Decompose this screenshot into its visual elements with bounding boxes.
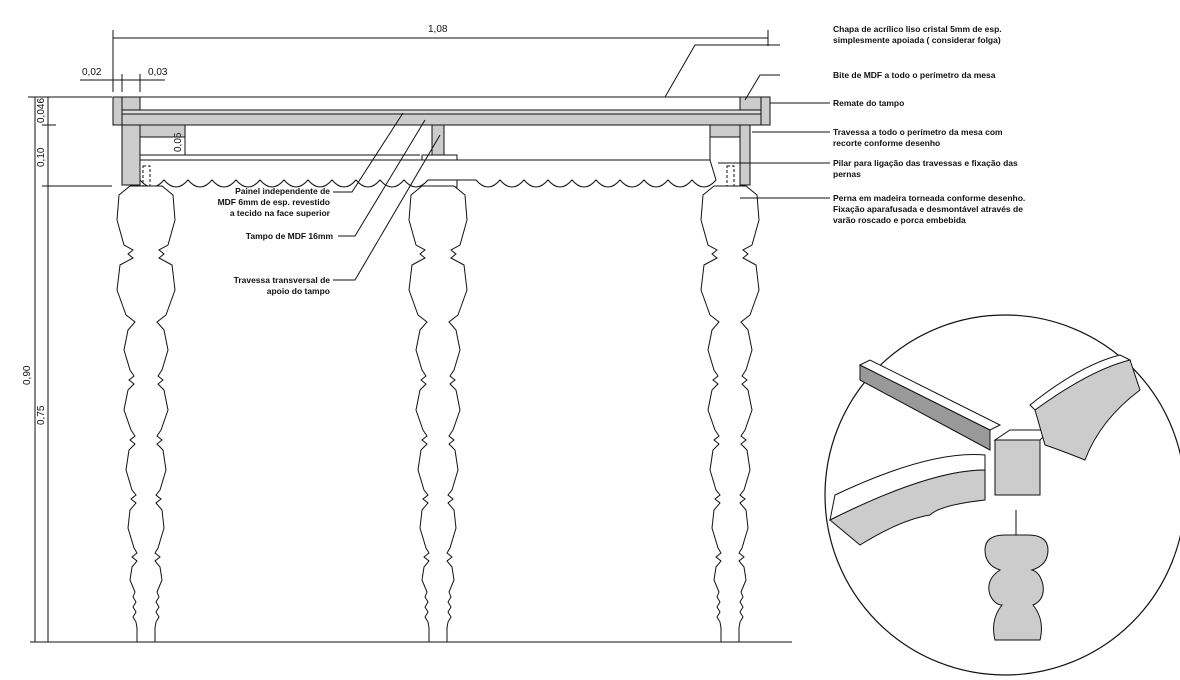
turned-leg-1 [116,185,176,643]
dim-overall-width: 1,08 [428,24,448,35]
turned-leg-2 [408,185,468,643]
dim-edge-left: 0,02 [82,67,102,78]
label-bite: Bite de MDF a todo o perímetro da mesa [833,70,996,80]
dim-leg-height: 0,75 [36,405,47,425]
turned-leg-3 [700,185,760,643]
label-acrylic: Chapa de acrílico liso cristal 5mm de es… [833,24,1002,45]
dim-apron-height: 0,10 [36,147,47,167]
dim-top-thickness: 0,046 [36,97,47,123]
label-tampo: Tampo de MDF 16mm [245,231,333,241]
dim-edge-right: 0,03 [148,67,168,78]
dim-total-height: 0,90 [22,365,33,385]
label-travessa-transversal: Travessa transversal de apoio do tampo [233,275,330,296]
dim-cross-rail: 0,05 [173,132,184,152]
label-pilar: Pilar para ligação das travessas e fixaç… [833,158,1018,179]
label-remate: Remate do tampo [833,98,905,108]
label-travessa-perimetro: Travessa a todo o perímetro da mesa com … [833,127,1003,148]
label-perna: Perna em madeira torneada conforme desen… [833,193,1026,225]
label-painel: Painel independente de MDF 6mm de esp. r… [217,186,330,218]
apron-scallop [139,159,717,188]
